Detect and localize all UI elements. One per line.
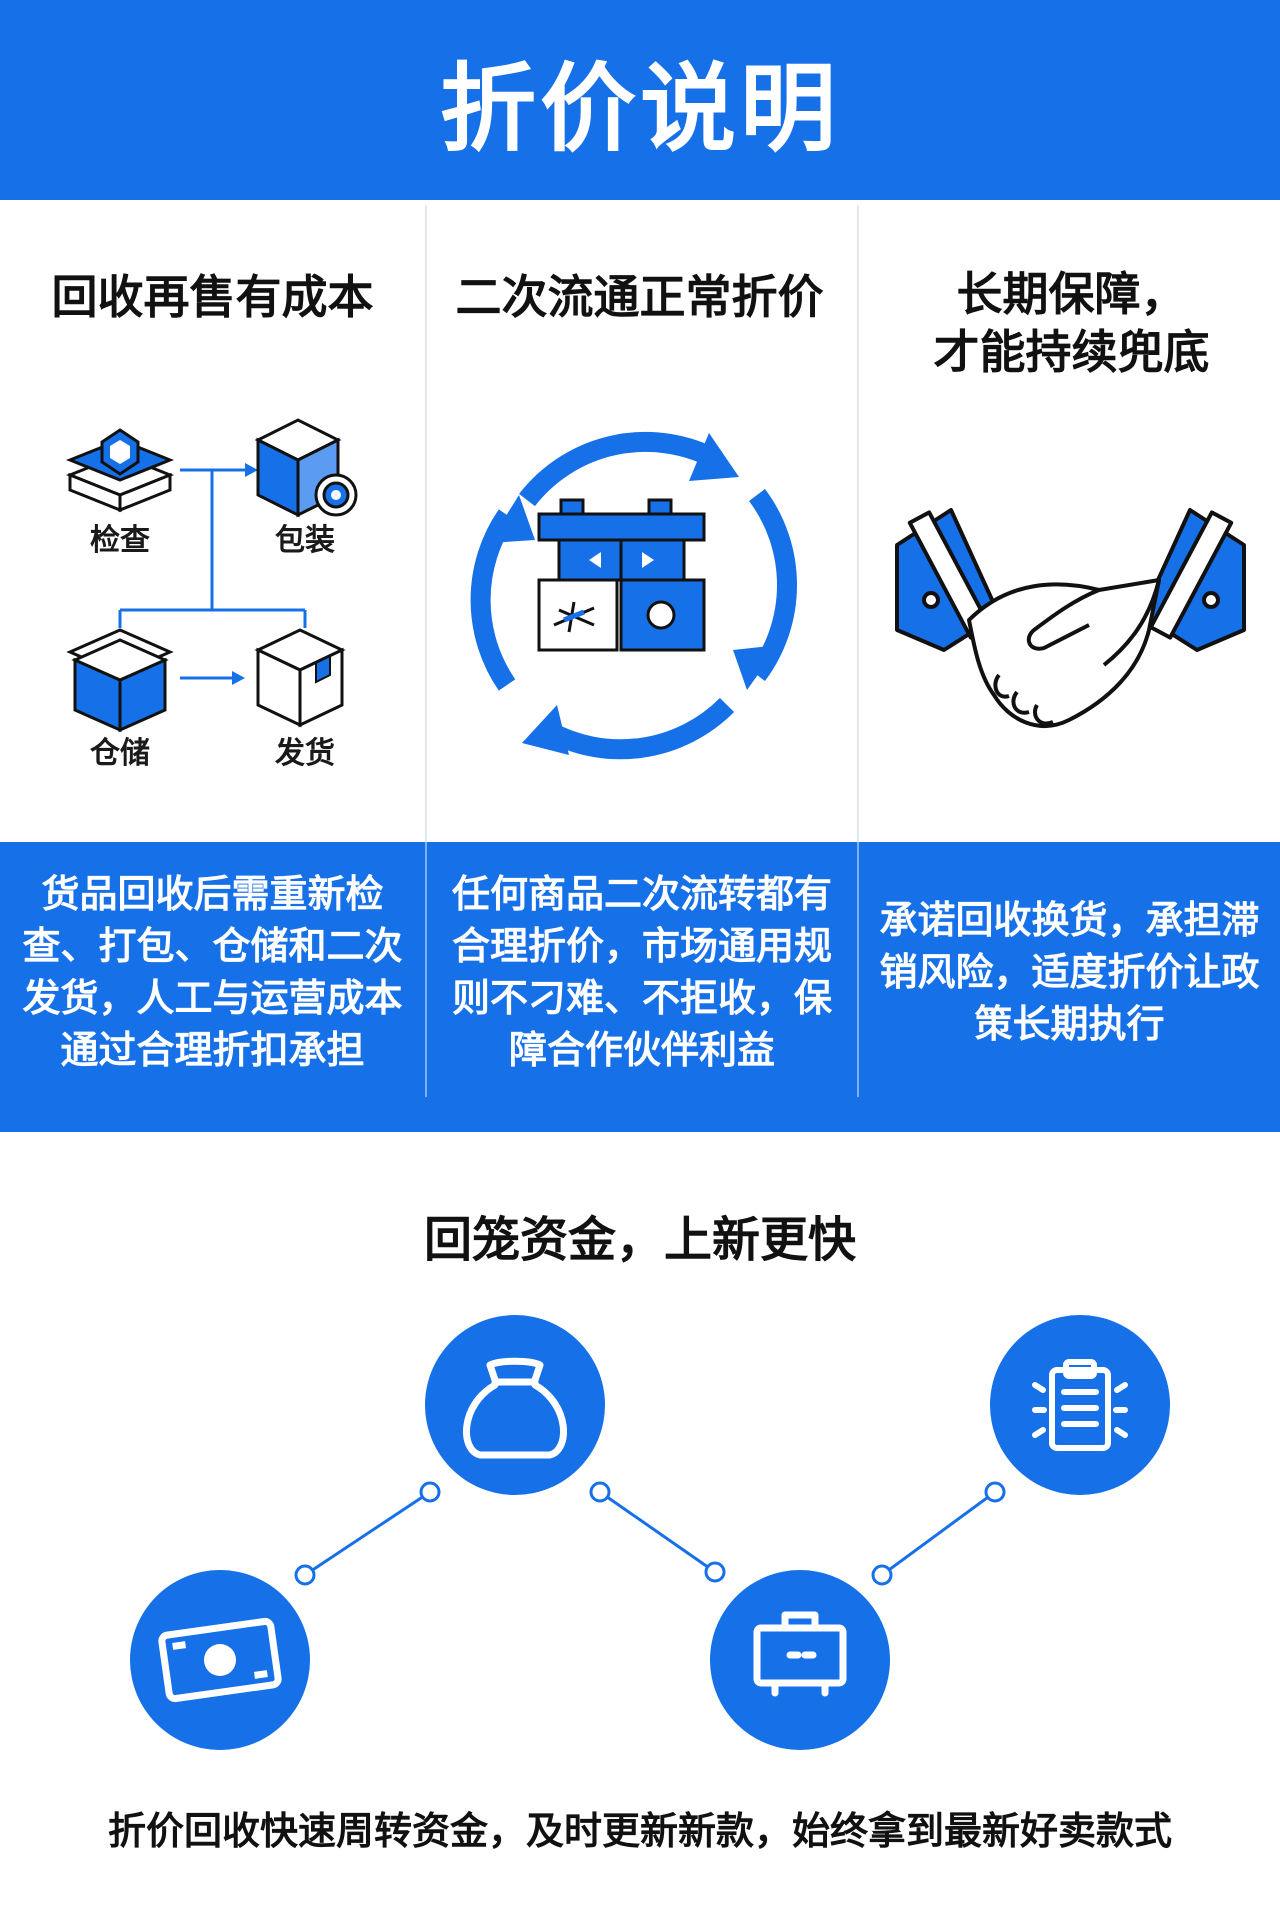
- section-title: 回笼资金，上新更快: [423, 1212, 856, 1268]
- column-description: 货品回收后需重新检查、打包、仓储和二次发货，人工与运营成本通过合理折扣承担: [22, 872, 403, 1072]
- step-label-storage: 仓储: [90, 736, 150, 771]
- column-description: 承诺回收换货，承担滞销风险，适度折价让政策长期执行: [879, 898, 1260, 1046]
- column-secondary-circulation: 二次流通正常折价: [427, 200, 852, 840]
- handshake-icon: [895, 508, 1246, 728]
- step-label-inspect: 检查: [90, 523, 150, 558]
- column-divider: [857, 205, 859, 1100]
- recycle-arrows-icon: [470, 431, 797, 760]
- money-bag-icon: [425, 1315, 605, 1495]
- column-long-term-guarantee: 长期保障， 才能持续兜底: [859, 200, 1280, 840]
- clipboard-list-icon: [990, 1315, 1170, 1495]
- step-label-ship: 发货: [275, 736, 335, 771]
- bottom-caption: 折价回收快速周转资金，及时更新新款，始终拿到最新好卖款式: [107, 1809, 1172, 1853]
- page-title: 折价说明: [440, 52, 840, 165]
- store-icon: [537, 498, 706, 652]
- layers-hexagon-icon: [65, 428, 175, 513]
- band-divider: [425, 842, 427, 1097]
- column-title-line1: 长期保障，: [956, 267, 1187, 321]
- column-title-line2: 才能持续兜底: [933, 325, 1210, 379]
- cash-flow-diagram: [130, 1315, 1170, 1750]
- column-title: 回收再售有成本: [51, 270, 374, 324]
- open-box-icon: [66, 628, 174, 733]
- step-label-pack: 包装: [275, 523, 335, 558]
- column-title: 二次流通正常折价: [455, 270, 824, 324]
- band-divider: [857, 842, 859, 1097]
- connector-lines: [294, 1481, 1006, 1586]
- shopping-basket-icon: [710, 1570, 890, 1750]
- description-band: [0, 842, 1280, 1132]
- process-diagram: [65, 418, 358, 733]
- column-description: 任何商品二次流转都有合理折价，市场通用规则不刁难、不拒收，保障合作伙伴利益: [451, 872, 832, 1072]
- box-gear-icon: [254, 418, 358, 518]
- column-recycling-cost: 回收再售有成本: [0, 200, 425, 840]
- header-banner: 折价说明: [0, 0, 1280, 200]
- connector-lines: [118, 463, 307, 685]
- shipping-box-icon: [254, 628, 346, 728]
- column-divider: [425, 205, 427, 1100]
- cash-icon: [130, 1570, 310, 1750]
